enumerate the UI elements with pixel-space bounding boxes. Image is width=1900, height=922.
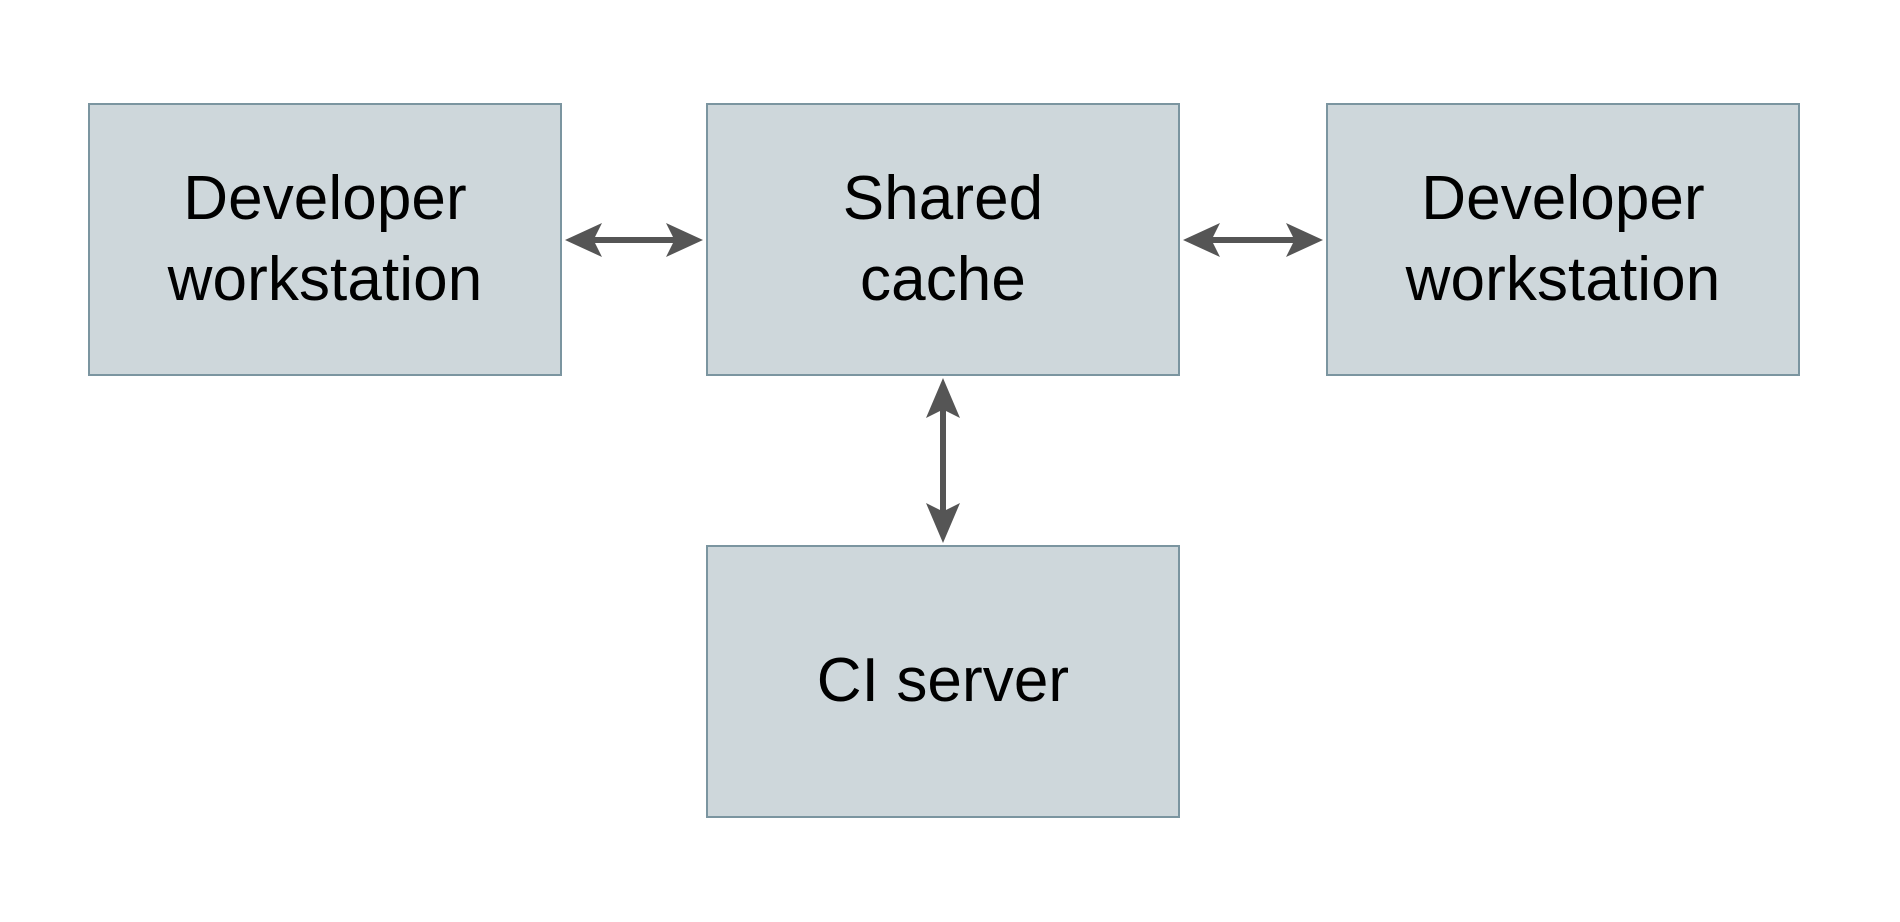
node-label-developer-workstation-left: Developer workstation <box>167 163 483 314</box>
double-headed-arrow-icon <box>1183 223 1323 257</box>
node-developer-workstation-right[interactable]: Developer workstation <box>1326 103 1800 376</box>
node-label-shared-cache: Shared cache <box>842 163 1044 314</box>
node-shared-cache[interactable]: Shared cache <box>706 103 1180 376</box>
connector-shared-cache-to-ci-server <box>913 376 973 545</box>
double-headed-arrow-icon <box>926 378 960 543</box>
connector-dev-left-to-shared-cache <box>562 210 706 270</box>
node-label-ci-server: CI server <box>816 646 1070 716</box>
connector-shared-cache-to-dev-right <box>1180 210 1326 270</box>
node-label-developer-workstation-right: Developer workstation <box>1405 163 1721 314</box>
node-ci-server[interactable]: CI server <box>706 545 1180 818</box>
node-developer-workstation-left[interactable]: Developer workstation <box>88 103 562 376</box>
double-headed-arrow-icon <box>565 223 703 257</box>
